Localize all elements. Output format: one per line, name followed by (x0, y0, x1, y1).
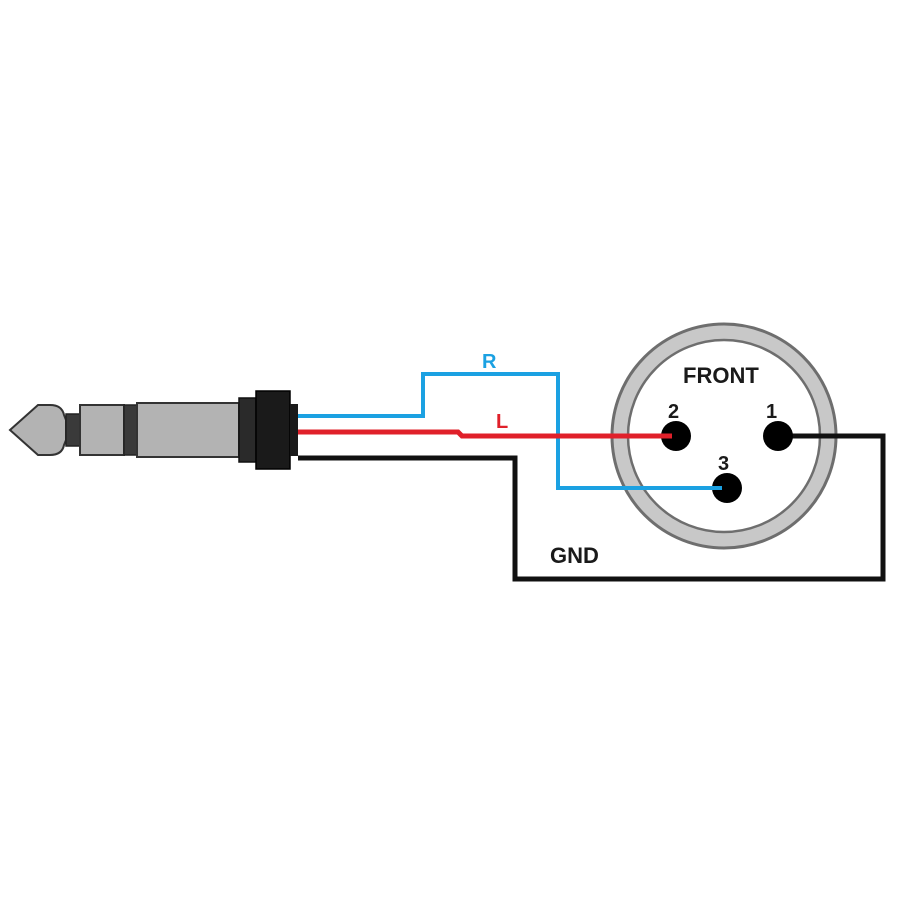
pin-2-label: 2 (668, 401, 679, 423)
plug-collar (238, 397, 257, 463)
connector-front-label: FRONT (683, 363, 759, 388)
plug-insulator-1 (65, 413, 81, 447)
plug-sleeve (136, 402, 240, 458)
xlr-pin-2 (661, 421, 691, 451)
wire-right-label: R (482, 351, 497, 373)
xlr-pin-1 (763, 421, 793, 451)
plug-tip (8, 404, 67, 456)
xlr-pin-3 (712, 473, 742, 503)
pin-1-label: 1 (766, 401, 777, 423)
plug-ring (79, 404, 125, 456)
plug-handle-end (290, 404, 298, 456)
pin-3-label: 3 (718, 453, 729, 475)
wire-gnd-label: GND (550, 543, 599, 568)
wire-left-label: L (496, 411, 508, 433)
plug-handle (255, 390, 291, 470)
plug-insulator-2 (123, 404, 138, 456)
wire-left (298, 429, 673, 439)
wire-right (298, 372, 724, 490)
trs-plug (8, 390, 298, 470)
wire-gnd (298, 433, 886, 582)
